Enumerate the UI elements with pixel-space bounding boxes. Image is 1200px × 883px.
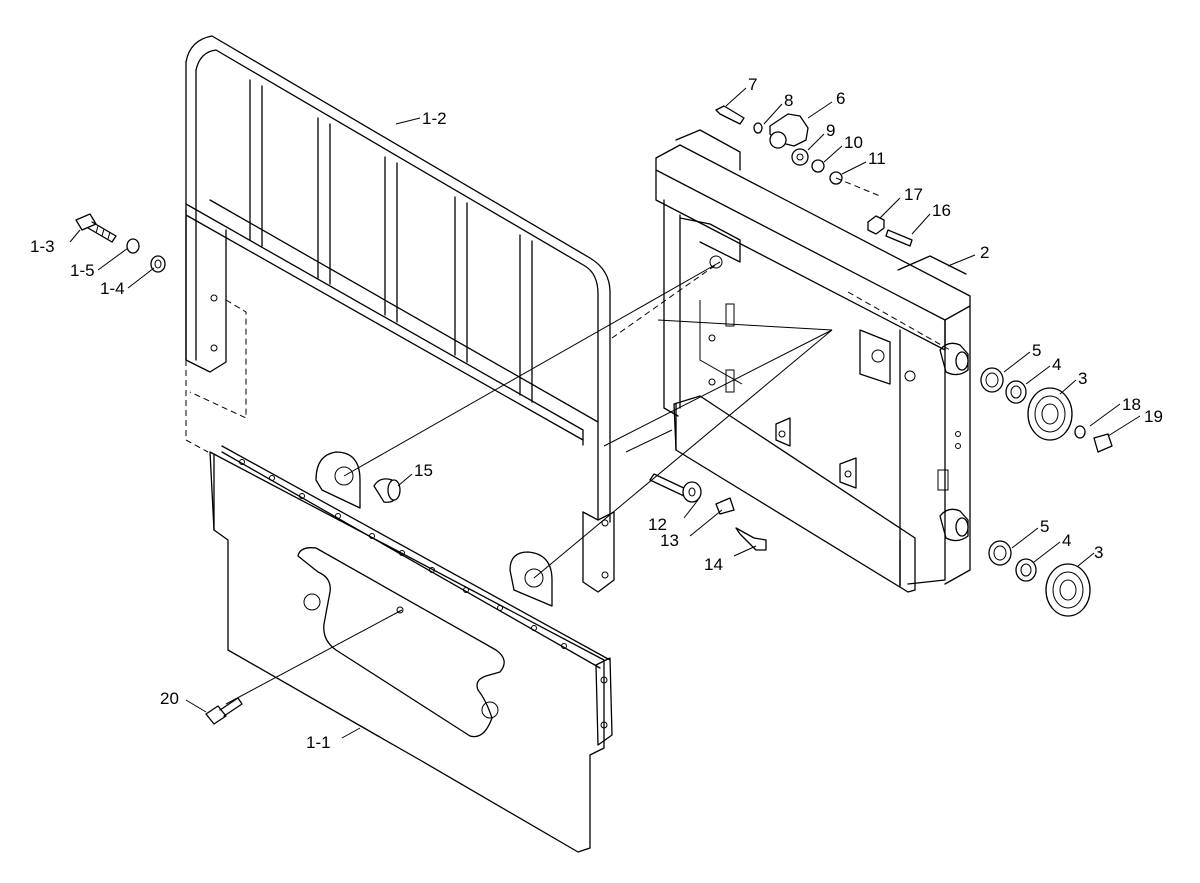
callout-2: 2 [980,243,989,262]
callout-1-4: 1-4 [100,279,125,298]
callout-1-2: 1-2 [422,109,447,128]
callout-5a: 5 [1032,341,1041,360]
callout-3b: 3 [1094,543,1103,562]
callout-10: 10 [844,133,863,152]
callout-3a: 3 [1078,369,1087,388]
callout-14: 14 [704,555,723,574]
callout-labels: 1-2 1-3 1-5 1-4 2 5 4 3 18 19 5 4 3 7 8 … [30,75,1163,752]
callout-16: 16 [932,201,951,220]
callout-20: 20 [160,689,179,708]
callout-1-3: 1-3 [30,237,55,256]
callout-17: 17 [904,185,923,204]
callout-1-1: 1-1 [306,733,331,752]
callout-13: 13 [660,531,679,550]
callout-1-5: 1-5 [70,261,95,280]
callout-19: 19 [1144,407,1163,426]
callout-11: 11 [868,149,886,168]
callout-9: 9 [826,121,835,140]
hardware-parts [75,105,1113,725]
callout-5b: 5 [1040,517,1049,536]
load-backrest-guard [185,35,615,593]
carriage-frame [655,129,971,593]
callout-4a: 4 [1052,355,1061,374]
callout-8: 8 [784,91,793,110]
callout-12: 12 [648,515,667,534]
callout-18: 18 [1122,395,1141,414]
assembly-lines [69,87,1141,739]
callout-15: 15 [414,461,433,480]
callout-7: 7 [748,75,757,94]
carriage-plate [209,445,613,853]
callout-6: 6 [836,89,845,108]
callout-4b: 4 [1062,531,1071,550]
